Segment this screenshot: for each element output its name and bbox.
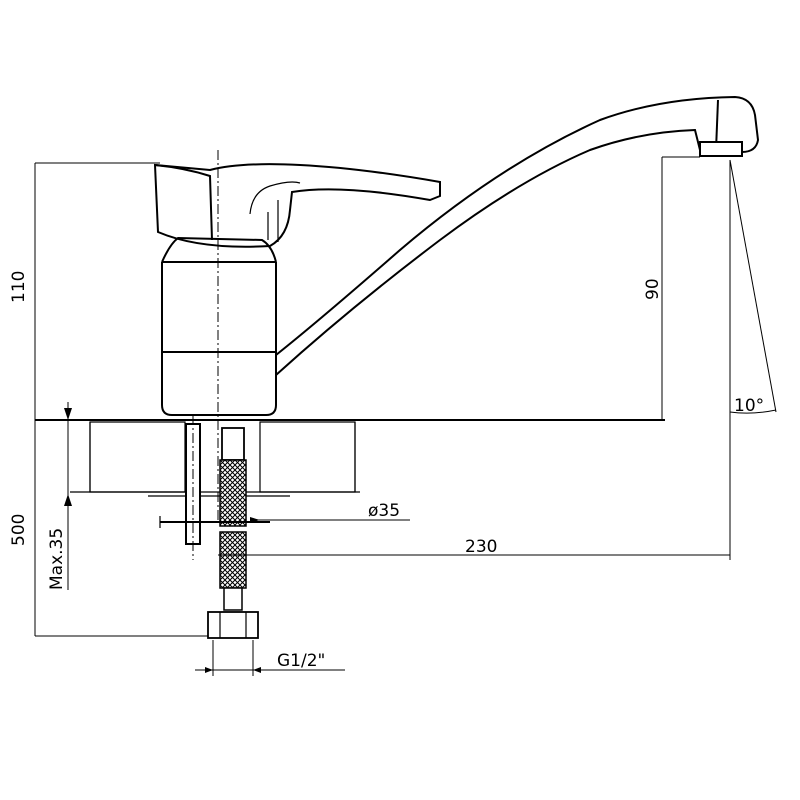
dim-spout-angle: 10° <box>729 159 777 422</box>
countertop-section <box>70 421 360 497</box>
dim-hole-diameter: ø35 <box>250 501 410 523</box>
spout <box>275 95 760 376</box>
dim-spout-angle-label: 10° <box>734 396 764 416</box>
dim-thread: G1/2" <box>195 640 345 676</box>
dim-total-height: 110 <box>9 162 160 422</box>
mounting-stud <box>185 415 201 560</box>
dim-hole-diameter-label: ø35 <box>368 501 400 521</box>
faucet-body <box>161 236 277 416</box>
dim-spout-reach-label: 230 <box>465 537 497 557</box>
dim-max-thickness-label: Max.35 <box>47 528 67 590</box>
flexible-hose <box>207 427 259 639</box>
dim-spout-height: 90 <box>643 156 700 420</box>
dim-max-thickness: Max.35 <box>47 402 72 590</box>
washer-nut <box>159 516 270 528</box>
dim-hose-length-label: 500 <box>9 514 29 546</box>
dim-total-height-label: 110 <box>9 271 29 303</box>
dim-hose-length: 500 <box>9 422 208 637</box>
dim-thread-label: G1/2" <box>277 651 325 671</box>
lever-handle <box>153 163 441 248</box>
dim-spout-reach: 230 <box>218 422 731 560</box>
dim-spout-height-label: 90 <box>643 278 663 300</box>
